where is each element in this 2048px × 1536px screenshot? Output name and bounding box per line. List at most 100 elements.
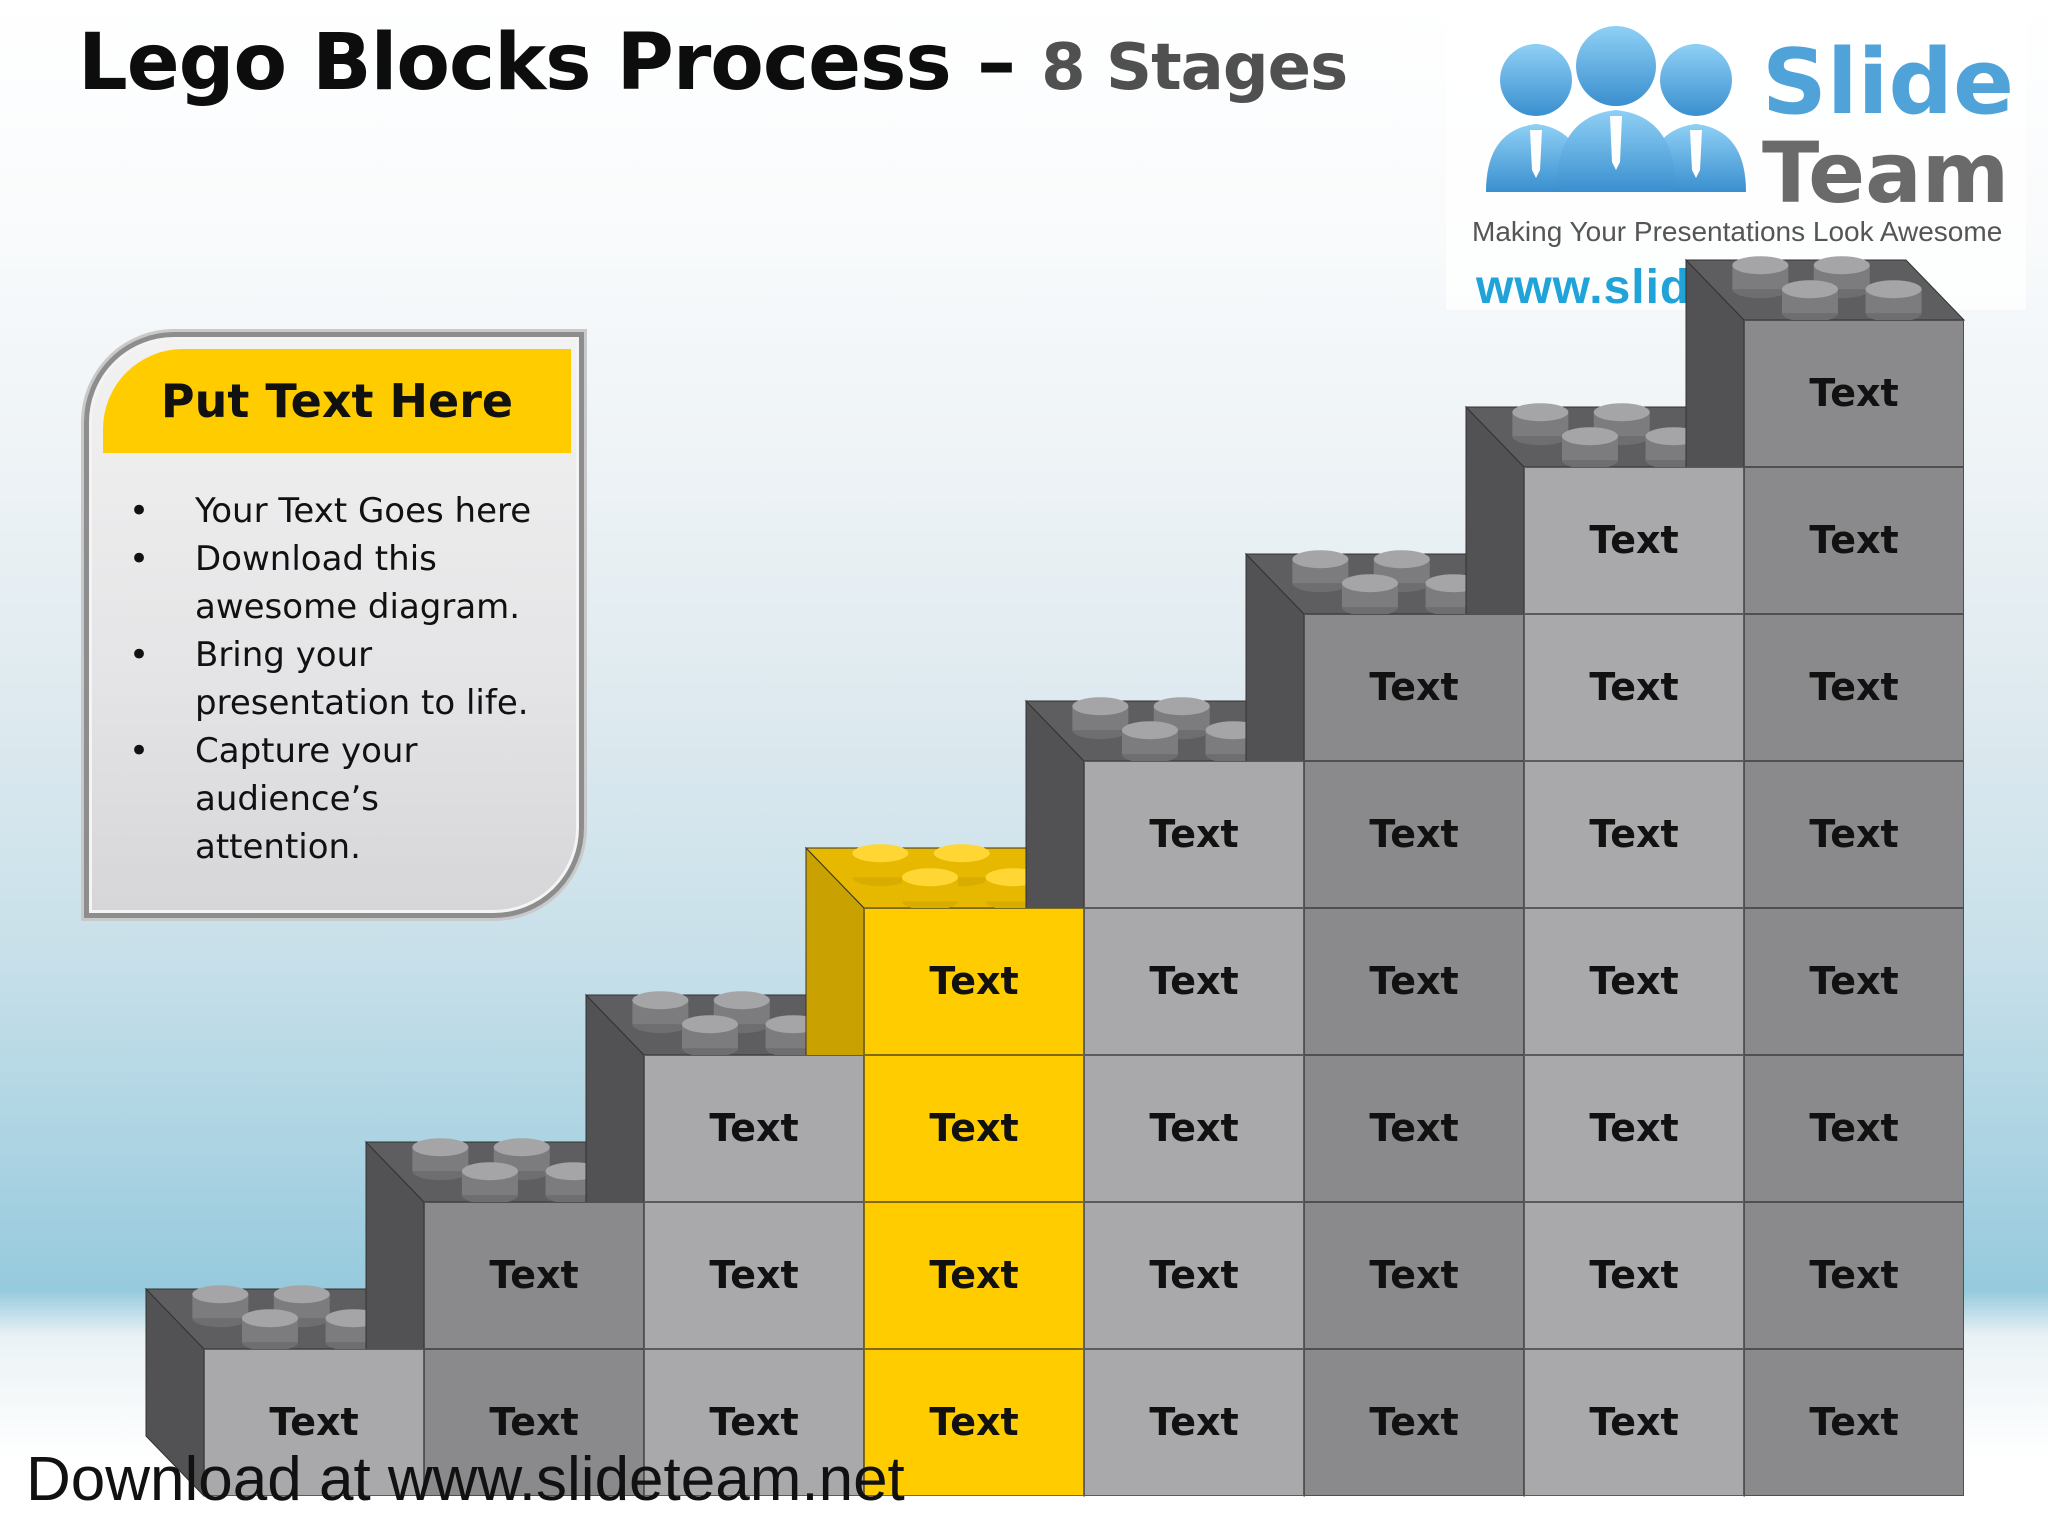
block-label: Text [1369,1252,1459,1297]
block-label: Text [1809,664,1899,709]
block-label: Text [269,1399,359,1444]
lego-block: Text [1744,761,1964,908]
lego-block: Text [1524,761,1744,908]
bullet-item: Download this awesome diagram. [119,535,555,631]
lego-stud [412,1138,469,1181]
lego-block: Text [1304,908,1524,1055]
lego-block: Text [864,908,1084,1055]
block-label: Text [929,958,1019,1003]
lego-block: Text [1304,1202,1524,1349]
block-label: Text [1589,664,1679,709]
block-label: Text [709,1105,799,1150]
block-label: Text [1809,958,1899,1003]
block-label: Text [1149,1105,1239,1150]
lego-block: Text [1304,1055,1524,1202]
lego-block: Text [644,1349,864,1496]
lego-block: Text [1084,1202,1304,1349]
lego-block: Text [1084,761,1304,908]
lego-block: Text [1304,614,1524,761]
block-label: Text [1589,811,1679,856]
block-label: Text [1149,811,1239,856]
lego-block: Text [424,1202,644,1349]
lego-block: Text [1744,1349,1964,1496]
logo-word-team: Team [1762,124,2010,222]
lego-block: Text [1304,1349,1524,1496]
logo-tagline: Making Your Presentations Look Awesome [1472,216,2003,247]
block-label: Text [1369,811,1459,856]
block-label: Text [929,1252,1019,1297]
block-label: Text [709,1399,799,1444]
lego-stud [241,1309,298,1352]
block-label: Text [929,1105,1019,1150]
block-label: Text [1369,1105,1459,1150]
lego-stud [1732,256,1789,299]
block-label: Text [709,1252,799,1297]
panel-bullet-list: Your Text Goes here Download this awesom… [119,487,555,871]
lego-block: Text [424,1349,644,1496]
lego-block: Text [644,1055,864,1202]
lego-stud [1865,280,1922,323]
block-label: Text [1809,517,1899,562]
lego-block: Text [1084,1349,1304,1496]
block-label: Text [1589,958,1679,1003]
lego-stud [1781,280,1838,323]
block-label: Text [1369,958,1459,1003]
slide-title: Lego Blocks Process – 8 Stages [78,18,1348,108]
lego-stud [1341,574,1398,617]
block-label: Text [1149,958,1239,1003]
lego-stud [681,1015,738,1058]
bullet-item: Bring your presentation to life. [119,631,555,727]
block-label: Text [1809,370,1899,415]
lego-stud [852,844,909,887]
lego-stud [1561,427,1618,470]
lego-block: Text [1084,1055,1304,1202]
block-label: Text [929,1399,1019,1444]
lego-block: Text [864,1349,1084,1496]
people-logo-icon [1486,26,1746,192]
bullet-item: Capture your audience’s attention. [119,727,555,871]
lego-block: Text [1744,1055,1964,1202]
lego-block: Text [644,1202,864,1349]
lego-block: Text [1524,1202,1744,1349]
lego-block: Text [1524,908,1744,1055]
lego-block: Text [1744,614,1964,761]
lego-stud [632,991,689,1034]
block-label: Text [489,1399,579,1444]
lego-block: Text [1084,908,1304,1055]
lego-stud [1072,697,1129,740]
lego-stud [192,1285,249,1328]
lego-stud [1121,721,1178,764]
block-label: Text [1149,1252,1239,1297]
block-label: Text [1369,664,1459,709]
lego-block: Text [1524,1055,1744,1202]
lego-block: Text [864,1055,1084,1202]
block-label: Text [1149,1399,1239,1444]
lego-block: Text [1524,467,1744,614]
panel-heading: Put Text Here [103,349,571,453]
bullet-item: Your Text Goes here [119,487,555,535]
block-label: Text [1809,1252,1899,1297]
slideteam-logo: Slide Team Making Your Presentations Loo… [1446,20,2026,314]
lego-stud [461,1162,518,1205]
block-label: Text [1809,1399,1899,1444]
lego-block: Text [864,1202,1084,1349]
title-sub: 8 Stages [1041,31,1348,105]
block-label: Text [1589,1105,1679,1150]
lego-block: Text [1744,908,1964,1055]
text-panel: Put Text Here Your Text Goes here Downlo… [84,332,584,918]
block-label: Text [1809,811,1899,856]
lego-block: Text [1744,320,1964,467]
download-footer: Download at www.slideteam.net [26,1445,905,1514]
lego-block: Text [1524,1349,1744,1496]
lego-block: Text [1524,614,1744,761]
block-label: Text [1809,1105,1899,1150]
block-label: Text [489,1252,579,1297]
block-label: Text [1369,1399,1459,1444]
lego-stud [1512,403,1569,446]
lego-stud [1292,550,1349,593]
block-label: Text [1589,1252,1679,1297]
block-label: Text [1589,517,1679,562]
block-label: Text [1589,1399,1679,1444]
title-main: Lego Blocks Process – [78,18,1042,108]
